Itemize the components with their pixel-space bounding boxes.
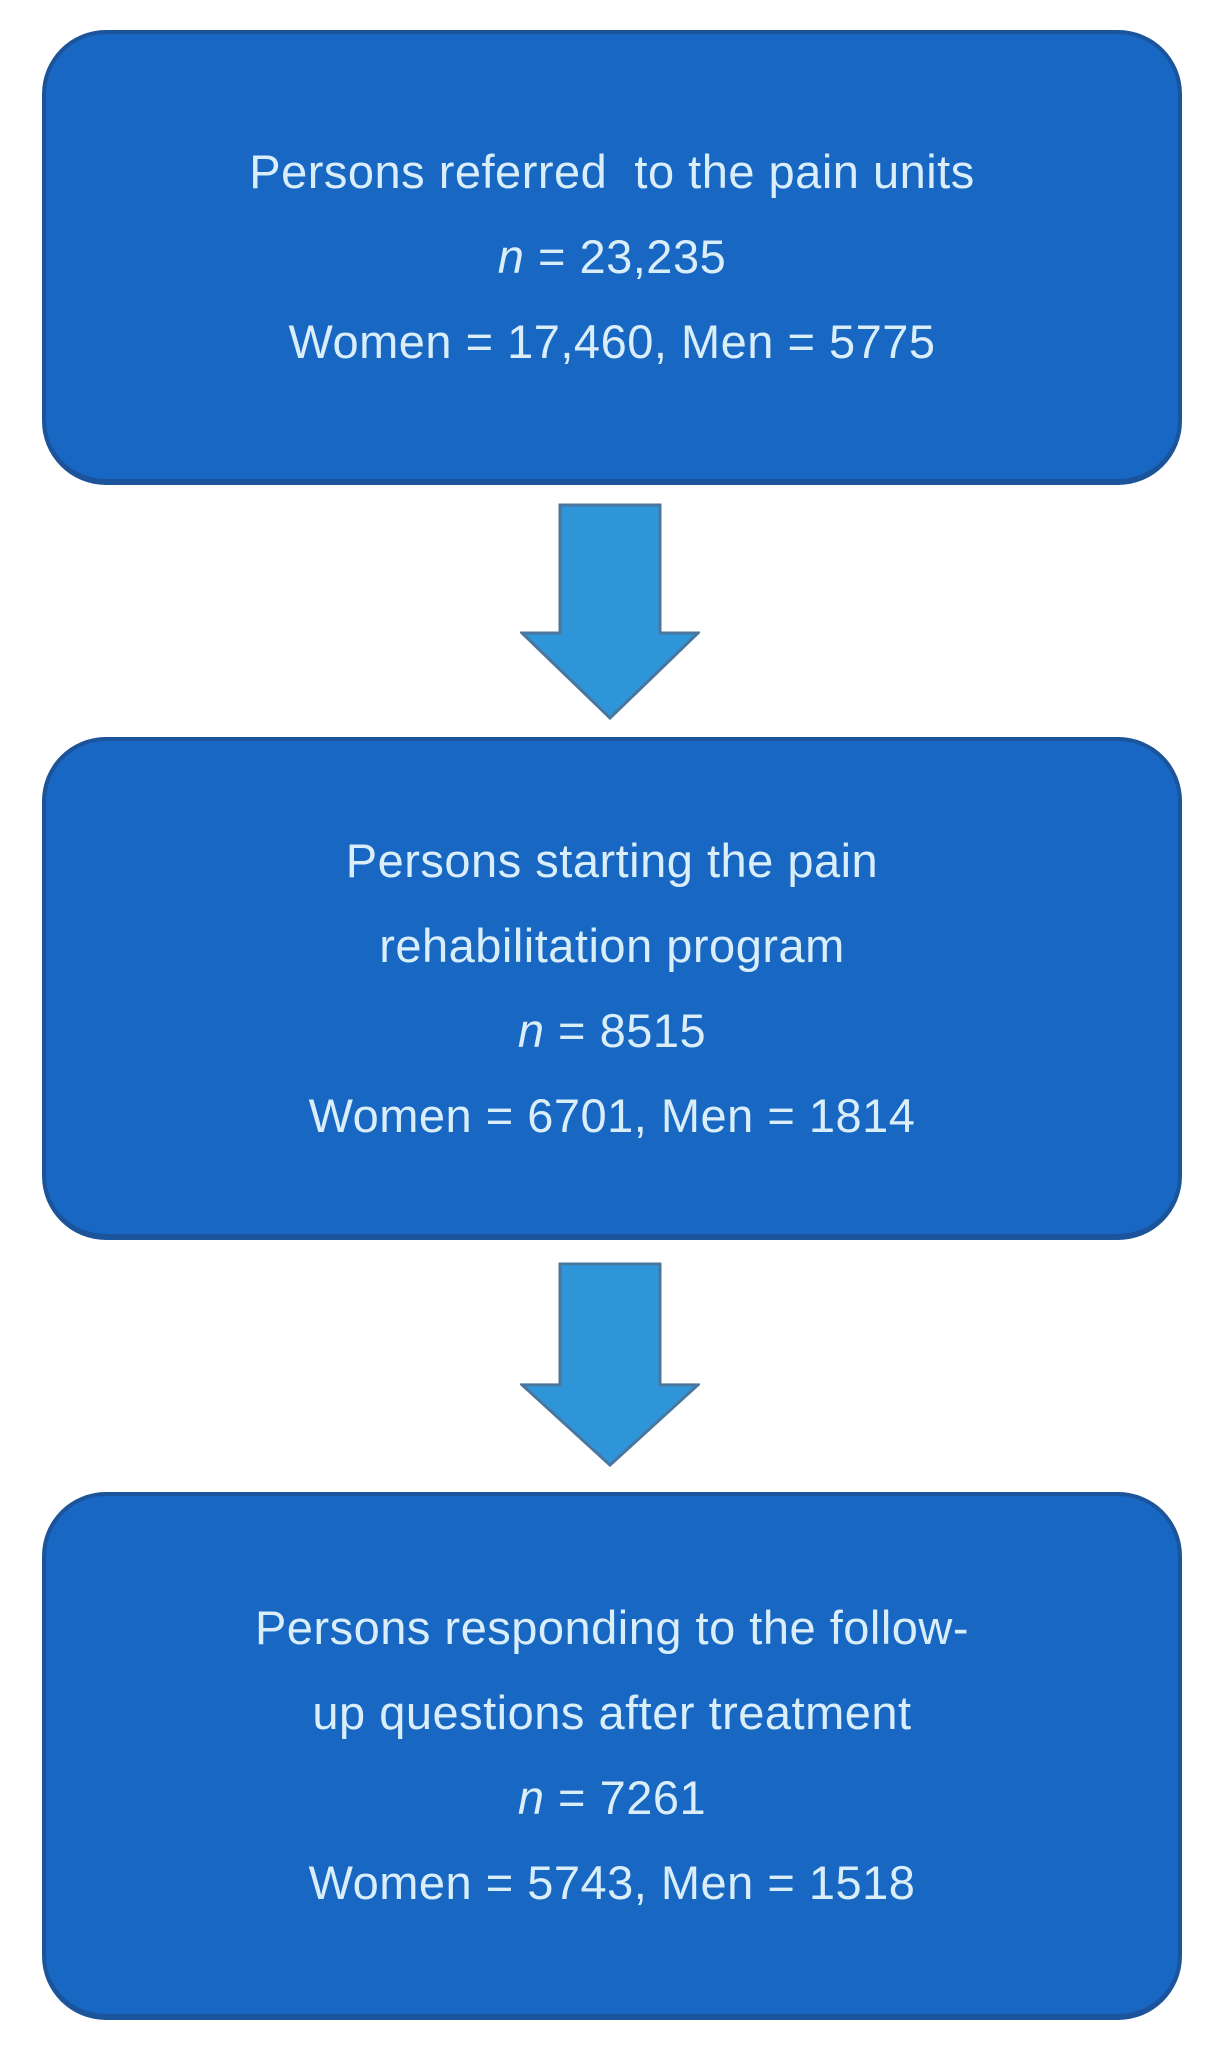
n-count-line: n = 8515 [518, 988, 706, 1073]
box-title-line: Persons referred to the pain units [249, 145, 975, 198]
box-title-line: rehabilitation program [379, 918, 845, 972]
flow-box-referred: Persons referred to the pain units n = 2… [42, 30, 1182, 485]
n-count-line: n = 23,235 [498, 214, 726, 299]
n-value: = 8515 [544, 1003, 707, 1057]
box-title-line: up questions after treatment [312, 1686, 912, 1739]
n-count-line: n = 7261 [518, 1755, 706, 1840]
n-value: = 7261 [544, 1771, 707, 1824]
down-arrow-icon [520, 1262, 700, 1467]
n-symbol: n [517, 1771, 545, 1824]
n-symbol: n [517, 1003, 545, 1057]
down-arrow-icon [520, 503, 700, 720]
box-title-line: Persons starting the pain [345, 833, 879, 887]
flow-box-responding: Persons responding to the follow- up que… [42, 1492, 1182, 2020]
flow-box-starting: Persons starting the pain rehabilitation… [42, 737, 1182, 1240]
n-value: = 23,235 [524, 230, 727, 283]
box-title-line: Persons responding to the follow- [254, 1601, 970, 1654]
n-symbol: n [497, 230, 525, 283]
gender-count-line: Women = 5743, Men = 1518 [308, 1856, 916, 1909]
gender-count-line: Women = 6701, Men = 1814 [308, 1088, 916, 1142]
gender-count-line: Women = 17,460, Men = 5775 [288, 315, 936, 368]
